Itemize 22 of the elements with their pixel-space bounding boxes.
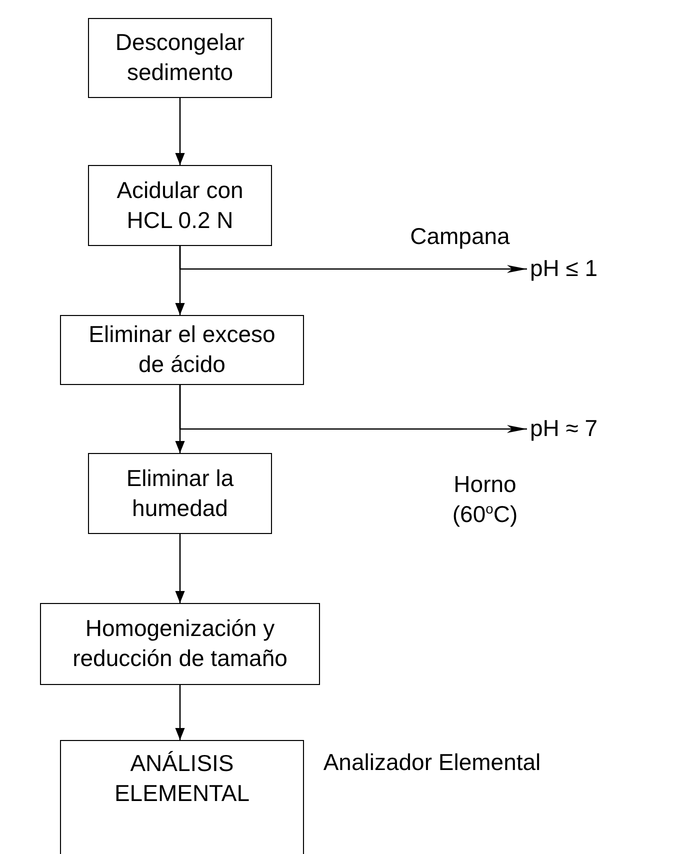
arrow xyxy=(175,98,185,165)
arrow xyxy=(179,246,527,273)
process-box xyxy=(40,603,320,685)
step-text: Acidular con HCL 0.2 N xyxy=(116,176,244,234)
result-text: pH ≤ 1 xyxy=(530,254,626,284)
step-text: ANÁLISIS ELEMENTAL xyxy=(113,749,251,808)
process-box xyxy=(88,18,272,98)
note-text: Campana xyxy=(409,222,511,251)
process-box xyxy=(88,453,272,534)
process-box xyxy=(60,315,304,385)
step-text: Homogenización y reducción de tamaño xyxy=(72,614,288,673)
arrow xyxy=(179,385,527,433)
arrow xyxy=(175,685,185,740)
step-text: Eliminar la humedad xyxy=(125,464,235,522)
process-box xyxy=(88,165,272,246)
arrow xyxy=(175,534,185,603)
note-text: Analizador Elemental xyxy=(322,748,542,777)
step-text: Descongelar sedimento xyxy=(114,28,246,87)
note-text: Horno (60$^{o}$C) xyxy=(451,470,519,529)
step-text: Eliminar el exceso de ácido xyxy=(88,320,276,379)
process-box xyxy=(60,740,304,854)
result-text: pH ≈ 7 xyxy=(530,414,626,444)
